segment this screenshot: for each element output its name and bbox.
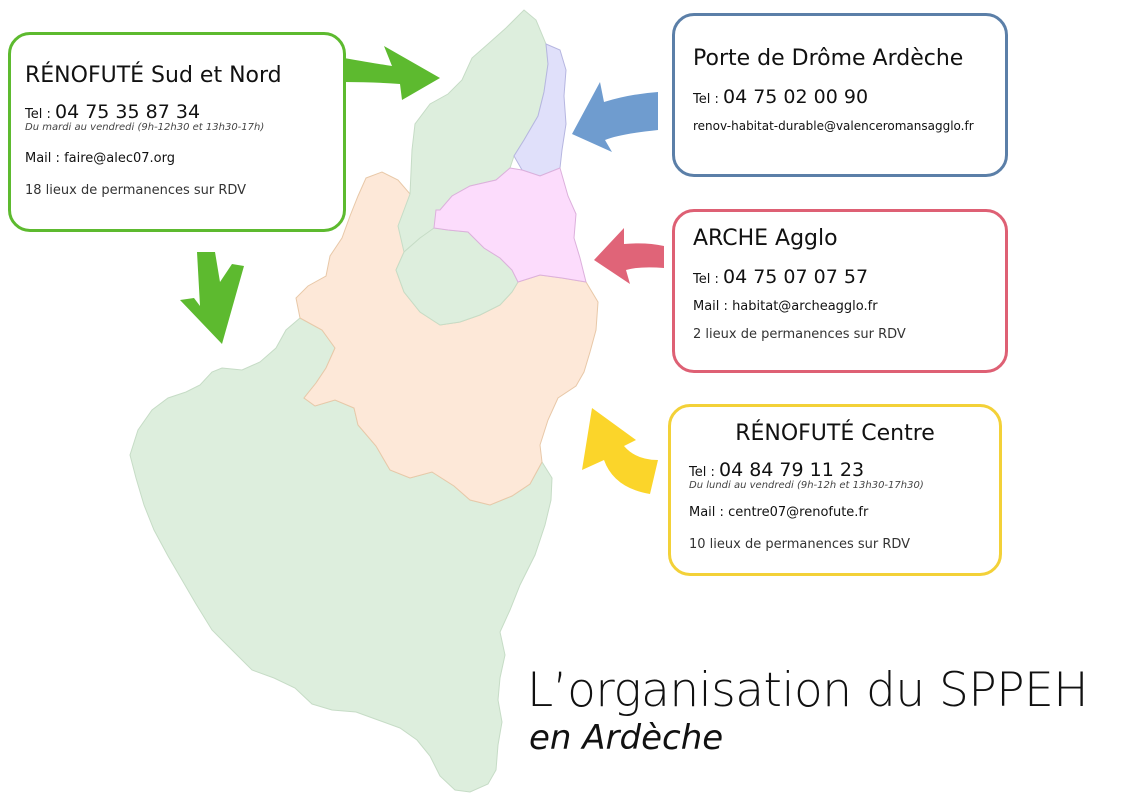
- email-link[interactable]: renov-habitat-durable@valenceromansagglo…: [693, 119, 974, 134]
- mail-label: Mail :: [693, 299, 733, 315]
- mail-label: Mail :: [25, 151, 65, 167]
- page-title: L’organisation du SPPEH: [527, 663, 1089, 718]
- opening-hours: Du mardi au vendredi (9h-12h30 et 13h30-…: [25, 122, 265, 134]
- card-porte-drome-ardeche: Porte de Drôme Ardèche Tel : 04 75 02 00…: [672, 13, 1008, 177]
- email-link[interactable]: faire@alec07.org: [64, 151, 175, 167]
- region-arche[interactable]: [433, 167, 587, 283]
- tel-label: Tel :: [693, 92, 723, 108]
- card-title: Porte de Drôme Ardèche: [693, 46, 964, 71]
- arrow-green-down-icon: [180, 252, 244, 344]
- opening-hours: Du lundi au vendredi (9h-12h et 13h30-17…: [689, 480, 924, 492]
- card-title: ARCHE Agglo: [693, 226, 838, 251]
- arrow-green-right-icon: [344, 46, 440, 100]
- card-renofute-sud-nord: RÉNOFUTÉ Sud et Nord Tel : 04 75 35 87 3…: [8, 32, 346, 232]
- email-link[interactable]: habitat@archeagglo.fr: [732, 299, 878, 315]
- card-arche-agglo: ARCHE Agglo Tel : 04 75 07 07 57 Mail : …: [672, 209, 1008, 373]
- email-link[interactable]: centre07@renofute.fr: [728, 505, 869, 521]
- arrow-red-icon: [594, 228, 664, 284]
- phone-number[interactable]: 04 75 35 87 34: [55, 101, 201, 124]
- card-title: RÉNOFUTÉ Sud et Nord: [25, 63, 282, 88]
- phone-number[interactable]: 04 75 07 07 57: [723, 266, 869, 289]
- phone-number[interactable]: 04 75 02 00 90: [723, 86, 869, 109]
- tel-label: Tel :: [25, 107, 55, 123]
- card-title: RÉNOFUTÉ Centre: [735, 421, 935, 446]
- tel-label: Tel :: [693, 272, 723, 288]
- permanences-text: 18 lieux de permanences sur RDV: [25, 182, 247, 198]
- arrow-blue-icon: [572, 82, 658, 152]
- card-renofute-centre: RÉNOFUTÉ Centre Tel : 04 84 79 11 23 Du …: [668, 404, 1002, 576]
- permanences-text: 10 lieux de permanences sur RDV: [689, 536, 911, 552]
- tel-label: Tel :: [689, 465, 719, 481]
- page-subtitle: en Ardèche: [529, 718, 724, 758]
- arrow-yellow-icon: [582, 408, 658, 494]
- mail-label: Mail :: [689, 505, 729, 521]
- phone-number[interactable]: 04 84 79 11 23: [719, 459, 865, 482]
- permanences-text: 2 lieux de permanences sur RDV: [693, 326, 906, 342]
